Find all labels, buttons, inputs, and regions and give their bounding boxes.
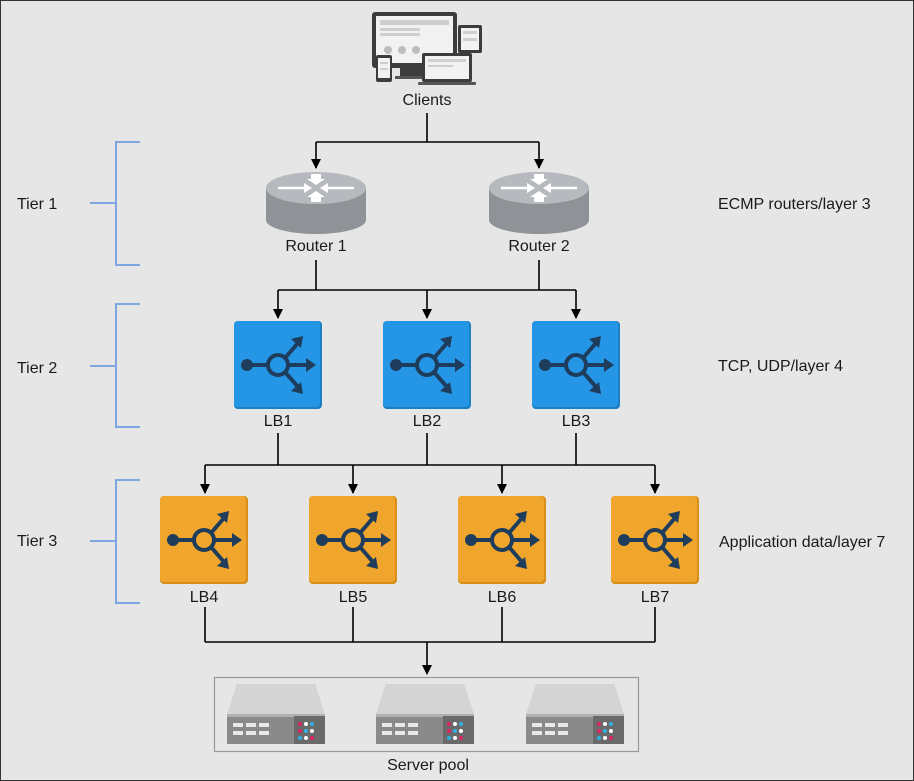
load-balancer-icon — [309, 496, 397, 584]
load-balancer-icon — [611, 496, 699, 584]
tier2-label: Tier 2 — [17, 360, 57, 377]
tier2-description: TCP, UDP/layer 4 — [718, 358, 843, 375]
server-icon — [526, 684, 624, 744]
lb7-label: LB7 — [641, 589, 670, 606]
tier1-description: ECMP routers/layer 3 — [718, 196, 871, 213]
load-balancer-icon — [458, 496, 546, 584]
server-pool-label: Server pool — [387, 757, 469, 774]
load-balancer-icon — [234, 321, 322, 409]
tier2-bracket — [90, 303, 140, 428]
router-icon — [264, 170, 368, 236]
server-icon — [376, 684, 474, 744]
lb1-label: LB1 — [264, 413, 293, 430]
lb6-label: LB6 — [488, 589, 517, 606]
router-1-label: Router 1 — [285, 238, 346, 255]
load-balancer-icon — [532, 321, 620, 409]
router-1: Router 1 — [264, 170, 368, 255]
lb4-label: LB4 — [190, 589, 219, 606]
lb3-label: LB3 — [562, 413, 591, 430]
lb5-label: LB5 — [339, 589, 368, 606]
server-pool: Server pool — [213, 676, 640, 774]
load-balancer-icon — [383, 321, 471, 409]
tier1-label: Tier 1 — [17, 196, 57, 213]
devices-icon — [372, 12, 482, 85]
lb2: LB2 — [383, 321, 471, 430]
lb3: LB3 — [532, 321, 620, 430]
tier3-label: Tier 3 — [17, 533, 57, 550]
router-icon — [487, 170, 591, 236]
router-2: Router 2 — [487, 170, 591, 255]
connectors — [200, 113, 660, 675]
clients-node: Clients — [372, 12, 482, 109]
lb7: LB7 — [611, 496, 699, 606]
tier3-bracket — [90, 479, 140, 604]
tier3-description: Application data/layer 7 — [719, 534, 885, 551]
lb6: LB6 — [458, 496, 546, 606]
load-balancer-icon — [160, 496, 248, 584]
lb5: LB5 — [309, 496, 397, 606]
clients-label: Clients — [403, 92, 452, 109]
server-icon — [227, 684, 325, 744]
lb2-label: LB2 — [413, 413, 442, 430]
router-2-label: Router 2 — [508, 238, 569, 255]
lb4: LB4 — [160, 496, 248, 606]
lb1: LB1 — [234, 321, 322, 430]
tier1-bracket — [90, 141, 140, 266]
